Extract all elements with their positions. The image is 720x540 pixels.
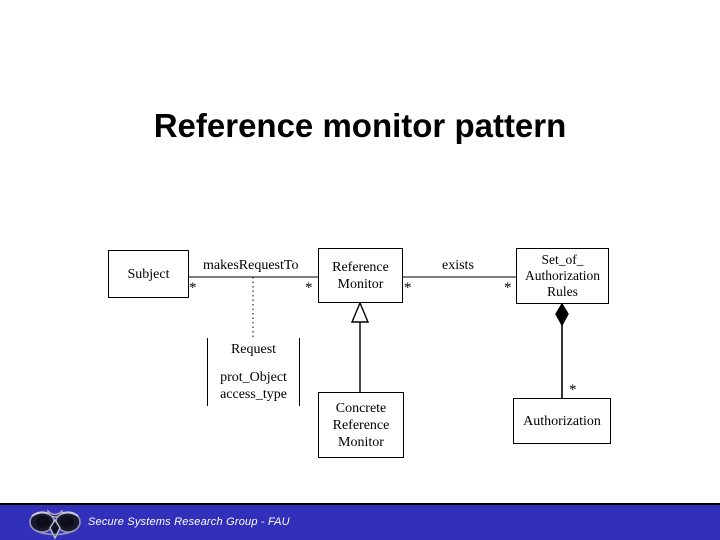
uml-class-authorization[interactable]: Authorization bbox=[513, 398, 611, 444]
uml-association-class-request[interactable]: Request prot_Object access_type bbox=[207, 338, 300, 406]
association-label-makes-request-to: makesRequestTo bbox=[203, 258, 299, 273]
uml-class-concrete-reference-monitor-name-line1: Concrete bbox=[335, 400, 387, 416]
uml-class-set-of-authorization-rules-name-line2: Authorization bbox=[525, 268, 600, 283]
uml-class-diagram: Subject Reference Monitor Set_of_ Author… bbox=[108, 248, 611, 458]
uml-association-class-request-attributes: prot_Object access_type bbox=[208, 358, 299, 403]
footer-label: Secure Systems Research Group - FAU bbox=[88, 516, 290, 528]
composition-filled-diamond-icon bbox=[555, 302, 569, 327]
uml-class-authorization-name: Authorization bbox=[523, 413, 601, 429]
multiplicity-subject-end: * bbox=[189, 280, 197, 296]
uml-class-subject-name: Subject bbox=[127, 266, 170, 282]
owl-logo-icon bbox=[29, 509, 81, 540]
multiplicity-reference-monitor-right-end: * bbox=[404, 280, 412, 296]
association-label-exists: exists bbox=[442, 258, 474, 273]
uml-class-set-of-authorization-rules[interactable]: Set_of_ Authorization Rules bbox=[516, 248, 609, 304]
uml-association-class-request-name: Request bbox=[230, 342, 277, 357]
uml-class-concrete-reference-monitor-name-line3: Monitor bbox=[338, 434, 384, 450]
uml-class-subject[interactable]: Subject bbox=[108, 250, 189, 298]
multiplicity-set-of-authorization-rules-end: * bbox=[504, 280, 512, 296]
uml-attribute-access-type: access_type bbox=[220, 387, 287, 402]
uml-attribute-prot-object: prot_Object bbox=[220, 370, 287, 385]
diagram-connectors bbox=[189, 276, 569, 398]
page-title: Reference monitor pattern bbox=[153, 107, 567, 144]
uml-class-concrete-reference-monitor[interactable]: Concrete Reference Monitor bbox=[318, 392, 404, 458]
uml-class-reference-monitor-name-line1: Reference bbox=[332, 259, 389, 275]
uml-class-concrete-reference-monitor-name-line2: Reference bbox=[332, 417, 390, 433]
footer-bar: Secure Systems Research Group - FAU bbox=[0, 503, 720, 540]
generalization-hollow-triangle-icon bbox=[350, 301, 370, 323]
uml-class-set-of-authorization-rules-name-line3: Rules bbox=[547, 284, 578, 299]
uml-class-reference-monitor[interactable]: Reference Monitor bbox=[318, 248, 403, 303]
uml-class-set-of-authorization-rules-name-line1: Set_of_ bbox=[541, 252, 584, 267]
multiplicity-authorization-end: * bbox=[569, 382, 577, 398]
uml-class-reference-monitor-name-line2: Monitor bbox=[337, 276, 384, 292]
multiplicity-reference-monitor-left-end: * bbox=[305, 280, 313, 296]
